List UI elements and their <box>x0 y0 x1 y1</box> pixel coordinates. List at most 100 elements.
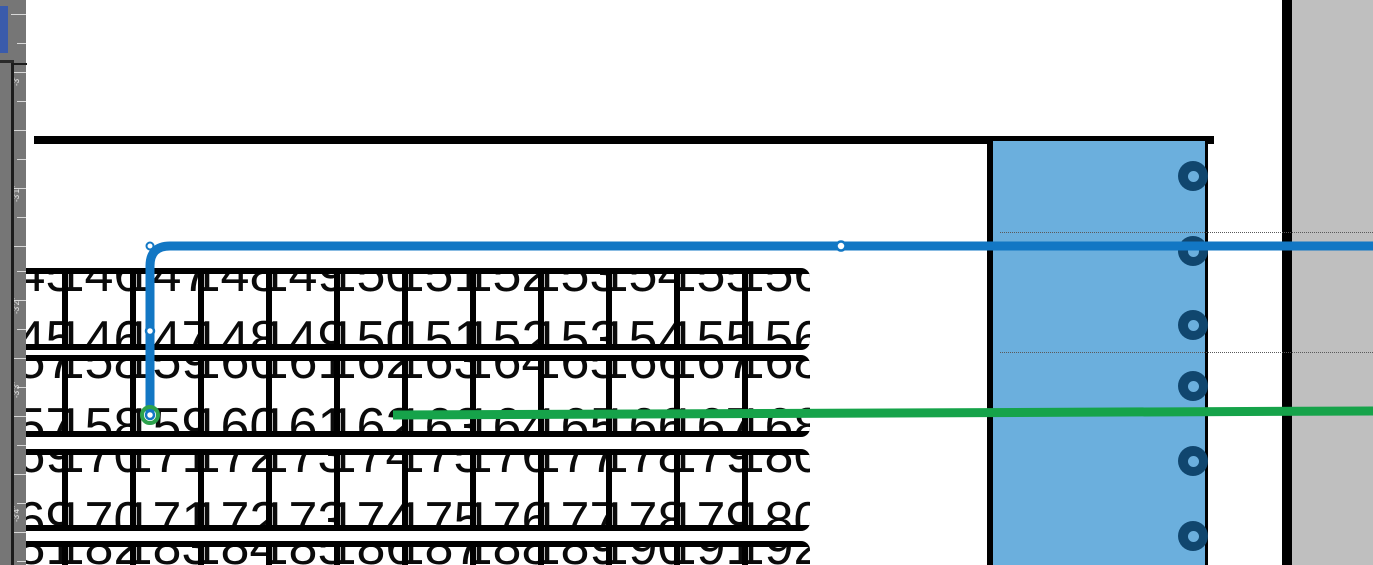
number-cell[interactable]: 188188 <box>476 547 538 565</box>
number-cell-upper: 181 <box>26 547 62 565</box>
number-cell[interactable]: 169169 <box>26 455 62 525</box>
number-cell-upper: 175 <box>408 455 470 484</box>
number-tape-row-3[interactable]: 1691691701701711711721721731731741741751… <box>26 449 810 531</box>
number-cell[interactable]: 189189 <box>544 547 606 565</box>
number-cell-lower: 148 <box>204 311 266 344</box>
number-cell-upper: 163 <box>408 361 470 390</box>
number-tape-row-2[interactable]: 1571571581581591591601601611611621621631… <box>26 355 810 437</box>
number-cell[interactable]: 145145 <box>26 274 62 344</box>
ruler-tick-minor <box>17 561 26 562</box>
number-cell-lower: 152 <box>476 311 538 344</box>
number-cell-upper: 148 <box>204 274 266 303</box>
number-cell-upper: 164 <box>476 361 538 390</box>
number-cell-lower: 162 <box>340 398 402 431</box>
number-tape-row-1[interactable]: 1451451461461471471481481491491501501511… <box>26 268 810 350</box>
ruler-tick-major <box>11 300 26 301</box>
number-cell-lower: 146 <box>68 311 130 344</box>
number-cell-upper: 178 <box>612 455 674 484</box>
panel-hole-icon[interactable] <box>1178 310 1208 340</box>
ruler-tick-minor <box>17 445 26 446</box>
ruler-tick-minor <box>17 271 26 272</box>
panel-hole-icon[interactable] <box>1178 236 1208 266</box>
panel-hole-icon[interactable] <box>1178 521 1208 551</box>
number-cell-lower: 168 <box>748 398 810 431</box>
panel-hole-icon[interactable] <box>1178 371 1208 401</box>
number-cell[interactable]: 190190 <box>612 547 674 565</box>
panel-hole-icon[interactable] <box>1178 446 1208 476</box>
number-cell-lower: 159 <box>136 398 198 431</box>
number-cell[interactable]: 185185 <box>272 547 334 565</box>
drawing-canvas[interactable]: 1451451461461471471481481491491501501511… <box>26 0 1373 565</box>
number-cell-upper: 162 <box>340 361 402 390</box>
ruler-label: -3'2" <box>12 298 21 314</box>
number-cell[interactable]: 184184 <box>204 547 266 565</box>
number-cell-lower: 154 <box>612 311 674 344</box>
number-cell[interactable]: 182182 <box>68 547 130 565</box>
number-cell-upper: 161 <box>272 361 334 390</box>
number-cell[interactable]: 191191 <box>680 547 742 565</box>
ruler-tick-major <box>11 188 26 189</box>
number-cell-upper: 153 <box>544 274 606 303</box>
number-cell-lower: 171 <box>136 492 198 525</box>
panel-hole-icon[interactable] <box>1178 161 1208 191</box>
ruler-tick-major <box>11 358 26 359</box>
number-cell-lower: 161 <box>272 398 334 431</box>
number-cell[interactable]: 183183 <box>136 547 198 565</box>
number-cell-upper: 189 <box>544 547 606 565</box>
ruler-tick-major <box>11 474 26 475</box>
number-cell[interactable]: 192192 <box>748 547 810 565</box>
number-cell[interactable]: 187187 <box>408 547 470 565</box>
number-cell-lower: 158 <box>68 398 130 431</box>
number-cell[interactable]: 157157 <box>26 361 62 431</box>
number-cell-lower: 155 <box>680 311 742 344</box>
number-tape-row-4[interactable]: 181181 182182 183183 184184 185185 186186 1871… <box>26 541 810 565</box>
number-cell[interactable]: 186186 <box>340 547 402 565</box>
number-cell-lower: 157 <box>26 398 62 431</box>
ruler-tick-minor <box>17 159 26 160</box>
number-cell-lower: 170 <box>68 492 130 525</box>
scroll-indicator-chip[interactable] <box>0 6 8 53</box>
number-cell-upper: 150 <box>340 274 402 303</box>
top-rail[interactable] <box>34 136 1214 144</box>
number-cell[interactable]: 181181 <box>26 547 62 565</box>
viewport-frame-top <box>11 63 27 65</box>
ruler-tick-major <box>11 416 26 417</box>
number-cell-upper: 169 <box>26 455 62 484</box>
number-cell-lower: 145 <box>26 311 62 344</box>
number-cell-lower: 174 <box>340 492 402 525</box>
selected-panel[interactable] <box>993 141 1208 565</box>
